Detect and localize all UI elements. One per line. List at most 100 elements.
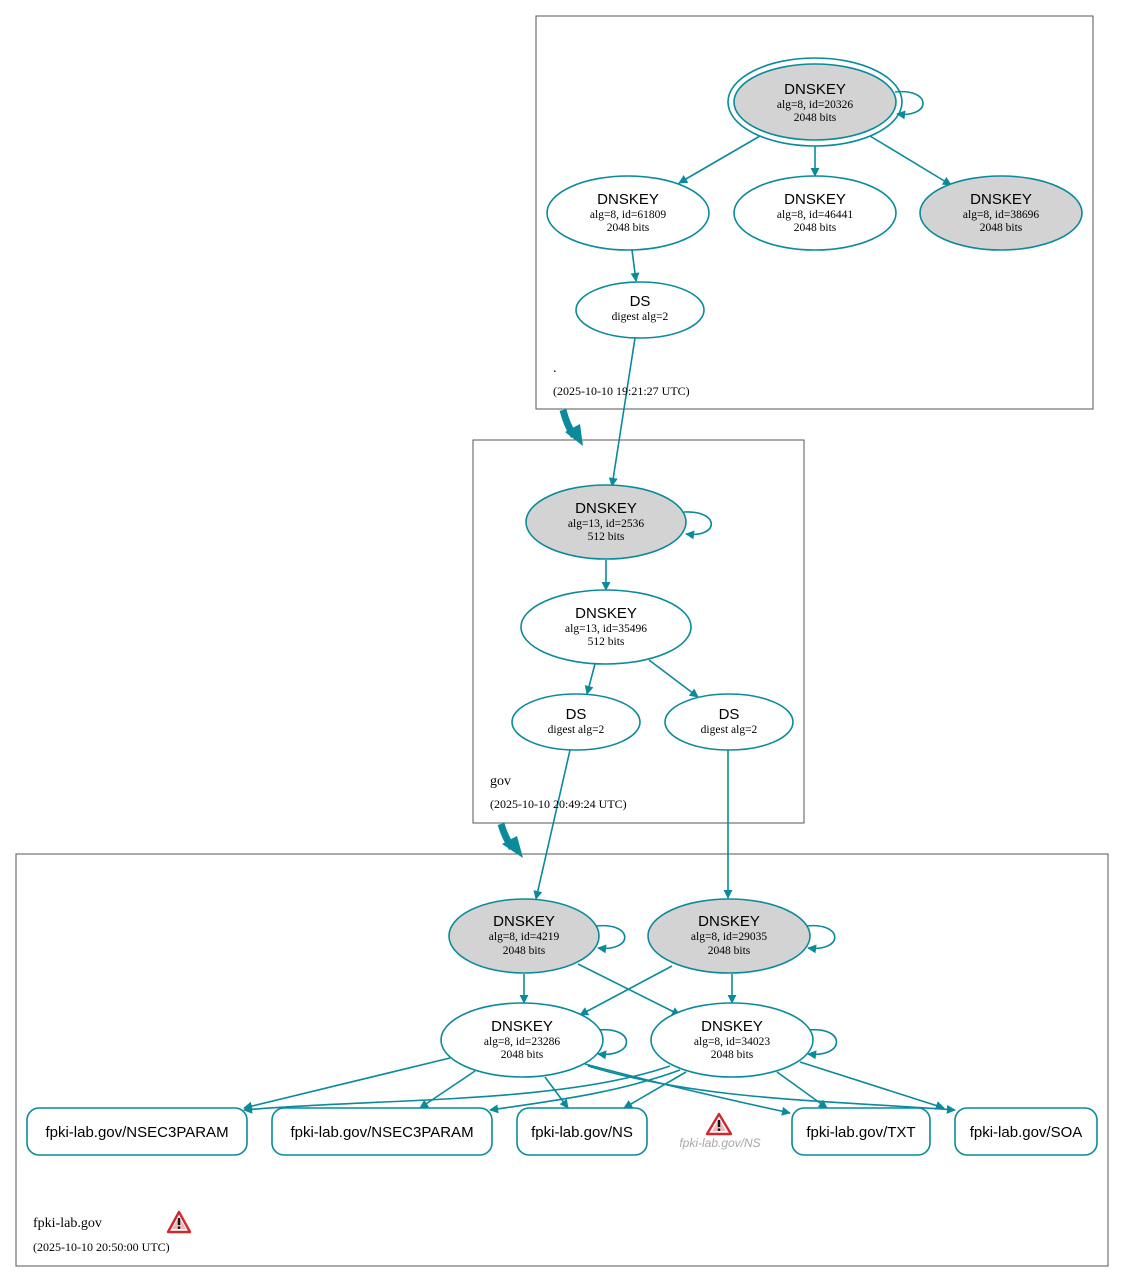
node-root-k3-type: DNSKEY bbox=[970, 191, 1032, 208]
zone-gov-name: gov bbox=[490, 774, 511, 789]
rrset-soa[interactable]: fpki-lab.gov/SOA bbox=[954, 1107, 1098, 1156]
rrset-nsec3param-2-box bbox=[271, 1107, 493, 1156]
node-gov-ds2[interactable]: DS digest alg=2 bbox=[664, 693, 794, 751]
node-root-ksk-shape bbox=[733, 63, 897, 141]
node-fpki-zsk2-shape bbox=[650, 1002, 814, 1078]
zone-fpki-timestamp: (2025-10-10 20:50:00 UTC) bbox=[33, 1240, 170, 1254]
node-gov-ksk-shape bbox=[525, 484, 687, 560]
node-fpki-ksk1-type: DNSKEY bbox=[493, 913, 555, 930]
node-fpki-zsk1-size: 2048 bits bbox=[501, 1049, 544, 1061]
node-fpki-zsk1-detail: alg=8, id=23286 bbox=[484, 1036, 560, 1048]
node-fpki-zsk1-shape bbox=[440, 1002, 604, 1078]
node-fpki-zsk1[interactable]: DNSKEY alg=8, id=23286 2048 bits bbox=[440, 1002, 604, 1078]
node-gov-ds2-shape bbox=[664, 693, 794, 751]
node-gov-zsk-detail: alg=13, id=35496 bbox=[565, 623, 647, 635]
node-gov-ksk-size: 512 bits bbox=[588, 531, 625, 543]
edge-fpki-zsk2-self bbox=[807, 1028, 838, 1060]
edge-root-ds-to-gov-ksk bbox=[608, 337, 636, 487]
node-root-k3-detail: alg=8, id=38696 bbox=[963, 209, 1039, 221]
node-root-k3-shape bbox=[919, 175, 1083, 251]
node-root-ds[interactable]: DS digest alg=2 bbox=[575, 281, 705, 339]
rrset-soa-box bbox=[954, 1107, 1098, 1156]
rrset-nsec3param-2-label: fpki-lab.gov/NSEC3PARAM bbox=[290, 1124, 473, 1141]
node-fpki-zsk2-size: 2048 bits bbox=[711, 1049, 754, 1061]
node-fpki-zsk2-type: DNSKEY bbox=[701, 1018, 763, 1035]
node-root-zsk1-size: 2048 bits bbox=[607, 222, 650, 234]
node-fpki-ksk1-shape bbox=[448, 898, 600, 974]
node-root-zsk2-shape bbox=[733, 175, 897, 251]
rrset-ns[interactable]: fpki-lab.gov/NS bbox=[516, 1107, 648, 1156]
edge-root-ksk-to-k3 bbox=[869, 135, 952, 186]
rrset-ns-box bbox=[516, 1107, 648, 1156]
node-root-zsk2-size: 2048 bits bbox=[794, 222, 837, 234]
node-fpki-ksk2-type: DNSKEY bbox=[698, 913, 760, 930]
rrset-txt[interactable]: fpki-lab.gov/TXT bbox=[791, 1107, 931, 1156]
edge-fpki-ksk2-self bbox=[805, 924, 836, 954]
node-gov-ksk[interactable]: DNSKEY alg=13, id=2536 512 bits bbox=[525, 484, 687, 560]
edge-zsk1-to-nsec3param1 bbox=[243, 1057, 451, 1111]
node-gov-ds2-detail: digest alg=2 bbox=[701, 724, 758, 736]
edge-gov-zsk-to-ds2 bbox=[648, 659, 699, 698]
zone-gov-timestamp: (2025-10-10 20:49:24 UTC) bbox=[490, 797, 627, 811]
node-root-ds-type: DS bbox=[630, 293, 651, 310]
edge-zsk2-to-nsec3param2 bbox=[489, 1069, 681, 1114]
node-gov-ds1-type: DS bbox=[566, 706, 587, 723]
rrset-ns-warning-label: fpki-lab.gov/NS bbox=[679, 1136, 760, 1150]
node-gov-zsk-type: DNSKEY bbox=[575, 605, 637, 622]
node-root-k3[interactable]: DNSKEY alg=8, id=38696 2048 bits bbox=[919, 175, 1083, 251]
node-root-zsk2-type: DNSKEY bbox=[784, 191, 846, 208]
edge-root-zsk1-to-ds bbox=[630, 249, 640, 282]
node-fpki-ksk2-detail: alg=8, id=29035 bbox=[691, 931, 767, 943]
node-gov-ds1-shape bbox=[511, 693, 641, 751]
node-root-zsk2-detail: alg=8, id=46441 bbox=[777, 209, 853, 221]
edge-fpki-ksk1-self bbox=[595, 924, 626, 954]
warning-icon[interactable] bbox=[166, 1210, 192, 1234]
node-root-zsk1-detail: alg=8, id=61809 bbox=[590, 209, 666, 221]
zone-fpki-name: fpki-lab.gov bbox=[33, 1216, 102, 1231]
edge-gov-zsk-to-ds1 bbox=[584, 663, 596, 695]
node-gov-ksk-detail: alg=13, id=2536 bbox=[568, 518, 644, 530]
node-root-ksk-size: 2048 bits bbox=[794, 112, 837, 124]
node-fpki-ksk1-size: 2048 bits bbox=[503, 945, 546, 957]
node-fpki-ksk1[interactable]: DNSKEY alg=8, id=4219 2048 bits bbox=[448, 898, 600, 974]
node-root-ds-detail: digest alg=2 bbox=[612, 311, 669, 323]
node-root-ksk[interactable]: DNSKEY alg=8, id=20326 2048 bits bbox=[727, 57, 903, 147]
node-gov-ds1-detail: digest alg=2 bbox=[548, 724, 605, 736]
rrset-nsec3param-1[interactable]: fpki-lab.gov/NSEC3PARAM bbox=[26, 1107, 248, 1156]
zone-root-name: . bbox=[553, 361, 557, 376]
node-root-zsk1-type: DNSKEY bbox=[597, 191, 659, 208]
node-gov-zsk[interactable]: DNSKEY alg=13, id=35496 512 bits bbox=[520, 589, 692, 665]
rrset-ns-warning[interactable]: fpki-lab.gov/NS bbox=[679, 1112, 761, 1150]
rrset-nsec3param-1-box bbox=[26, 1107, 248, 1156]
node-gov-ds1[interactable]: DS digest alg=2 bbox=[511, 693, 641, 751]
rrset-txt-box bbox=[791, 1107, 931, 1156]
edge-zsk1-to-soa bbox=[587, 1065, 956, 1114]
edge-fpki-zsk1-self bbox=[597, 1028, 628, 1060]
node-gov-zsk-size: 512 bits bbox=[588, 636, 625, 648]
edge-fpki-ksk2-to-zsk1 bbox=[579, 965, 673, 1016]
node-root-ksk-outer-ring bbox=[727, 57, 903, 147]
node-fpki-zsk2[interactable]: DNSKEY alg=8, id=34023 2048 bits bbox=[650, 1002, 814, 1078]
edge-gov-ksk-self bbox=[683, 511, 713, 540]
node-root-zsk1[interactable]: DNSKEY alg=8, id=61809 2048 bits bbox=[546, 175, 710, 251]
node-fpki-ksk2-shape bbox=[647, 898, 811, 974]
rrset-soa-label: fpki-lab.gov/SOA bbox=[970, 1124, 1083, 1141]
node-fpki-zsk2-detail: alg=8, id=34023 bbox=[694, 1036, 770, 1048]
node-fpki-ksk2[interactable]: DNSKEY alg=8, id=29035 2048 bits bbox=[647, 898, 811, 974]
node-gov-ds2-type: DS bbox=[719, 706, 740, 723]
node-root-k3-size: 2048 bits bbox=[980, 222, 1023, 234]
node-gov-zsk-shape bbox=[520, 589, 692, 665]
rrset-txt-label: fpki-lab.gov/TXT bbox=[806, 1124, 915, 1141]
node-root-zsk2[interactable]: DNSKEY alg=8, id=46441 2048 bits bbox=[733, 175, 897, 251]
edge-zsk1-to-txt bbox=[584, 1063, 791, 1116]
edge-gov-ds1-to-fpki-ksk1 bbox=[533, 749, 571, 900]
edge-zsk2-to-ns bbox=[623, 1071, 687, 1109]
node-gov-ksk-type: DNSKEY bbox=[575, 500, 637, 517]
edge-root-ksk-to-zsk1 bbox=[678, 135, 761, 184]
node-root-ds-shape bbox=[575, 281, 705, 339]
rrset-nsec3param-2[interactable]: fpki-lab.gov/NSEC3PARAM bbox=[271, 1107, 493, 1156]
zone-root-timestamp: (2025-10-10 19:21:27 UTC) bbox=[553, 384, 690, 398]
edge-zsk1-to-ns bbox=[544, 1076, 569, 1109]
warning-icon bbox=[705, 1112, 733, 1136]
